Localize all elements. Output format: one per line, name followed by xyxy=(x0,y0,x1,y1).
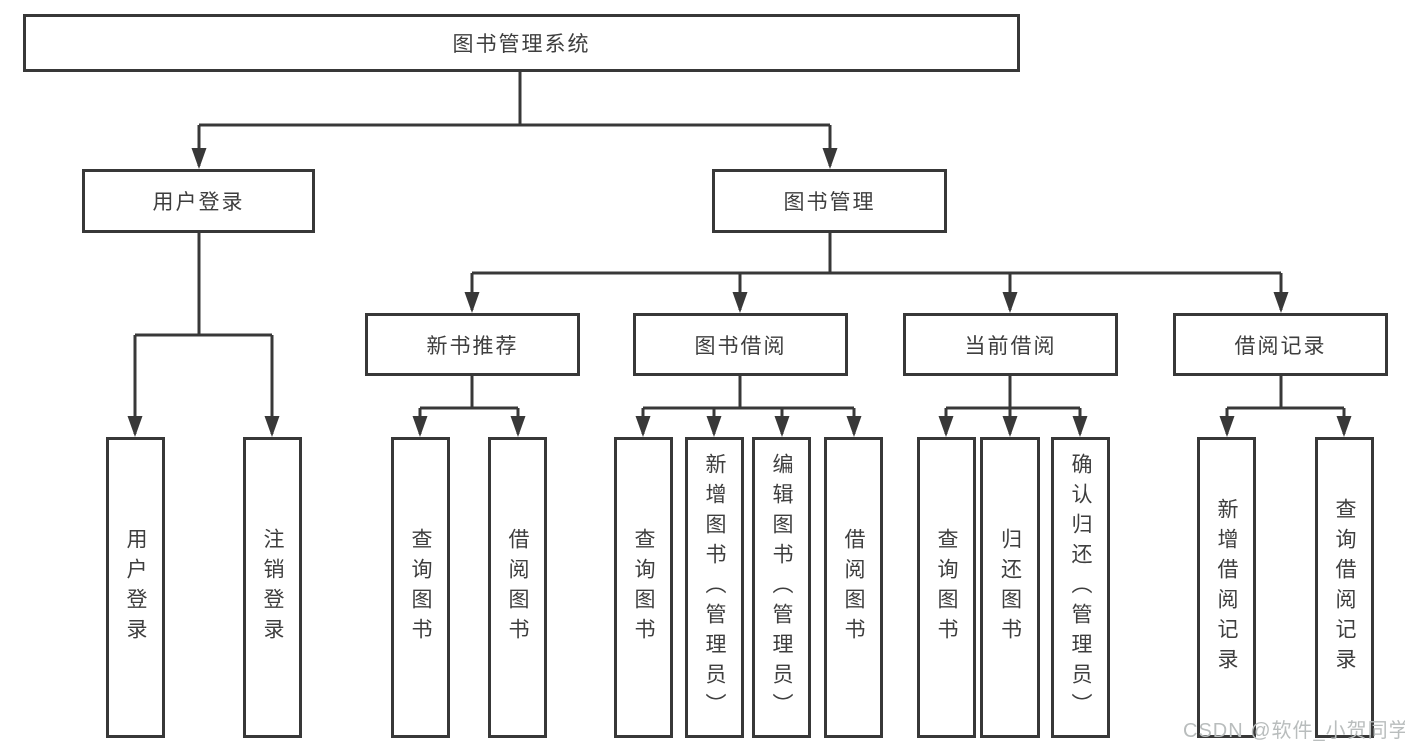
leaf-borrowing-add-books-admin-label: 新增图书（管理员） xyxy=(703,452,726,723)
leaf-borrowing-borrow-books: 借阅图书 xyxy=(824,437,883,738)
leaf-borrowing-add-books-admin: 新增图书（管理员） xyxy=(685,437,744,738)
leaf-user-login: 用户登录 xyxy=(106,437,165,738)
leaf-borrowing-borrow-books-label: 借阅图书 xyxy=(842,527,865,648)
node-book-borrowing-label: 图书借阅 xyxy=(694,334,787,358)
node-user-login-label: 用户登录 xyxy=(152,191,245,214)
connector-skeleton xyxy=(135,72,1344,410)
leaf-recommend-borrow-books-label: 借阅图书 xyxy=(506,527,529,648)
leaf-current-return-books: 归还图书 xyxy=(980,437,1040,738)
leaf-borrowing-edit-books-admin: 编辑图书（管理员） xyxy=(752,437,811,738)
leaf-records-query-record: 查询借阅记录 xyxy=(1315,437,1374,738)
leaf-current-return-books-label: 归还图书 xyxy=(998,527,1022,648)
node-current-borrowing-label: 当前借阅 xyxy=(964,334,1057,358)
node-user-login: 用户登录 xyxy=(82,169,315,233)
leaf-recommend-query-books: 查询图书 xyxy=(391,437,450,738)
node-book-mgmt-label: 图书管理 xyxy=(783,191,876,214)
leaf-borrowing-query-books-label: 查询图书 xyxy=(632,527,655,648)
node-new-book-recommend: 新书推荐 xyxy=(365,313,580,376)
leaf-current-query-books: 查询图书 xyxy=(917,437,976,738)
leaf-records-query-record-label: 查询借阅记录 xyxy=(1333,497,1356,678)
leaf-logout-label: 注销登录 xyxy=(261,527,284,648)
leaf-current-query-books-label: 查询图书 xyxy=(935,527,958,648)
node-book-borrowing: 图书借阅 xyxy=(633,313,848,376)
leaf-borrowing-edit-books-admin-label: 编辑图书（管理员） xyxy=(770,452,793,723)
csdn-watermark: CSDN @软件_小贺同学 xyxy=(1183,720,1405,742)
node-borrowing-records: 借阅记录 xyxy=(1173,313,1388,376)
leaf-logout: 注销登录 xyxy=(243,437,302,738)
node-book-mgmt: 图书管理 xyxy=(712,169,947,233)
leaf-recommend-borrow-books: 借阅图书 xyxy=(488,437,547,738)
node-root-label: 图书管理系统 xyxy=(452,33,591,56)
node-borrowing-records-label: 借阅记录 xyxy=(1234,334,1327,358)
leaf-recommend-query-books-label: 查询图书 xyxy=(409,527,432,648)
leaf-records-add-record: 新增借阅记录 xyxy=(1197,437,1256,738)
node-new-book-recommend-label: 新书推荐 xyxy=(426,334,519,358)
leaf-user-login-label: 用户登录 xyxy=(124,527,147,648)
leaf-borrowing-query-books: 查询图书 xyxy=(614,437,673,738)
leaf-current-confirm-return-admin: 确认归还（管理员） xyxy=(1051,437,1110,738)
leaf-records-add-record-label: 新增借阅记录 xyxy=(1215,497,1238,678)
node-root: 图书管理系统 xyxy=(23,14,1020,72)
node-current-borrowing: 当前借阅 xyxy=(903,313,1118,376)
leaf-current-confirm-return-admin-label: 确认归还（管理员） xyxy=(1069,452,1092,723)
